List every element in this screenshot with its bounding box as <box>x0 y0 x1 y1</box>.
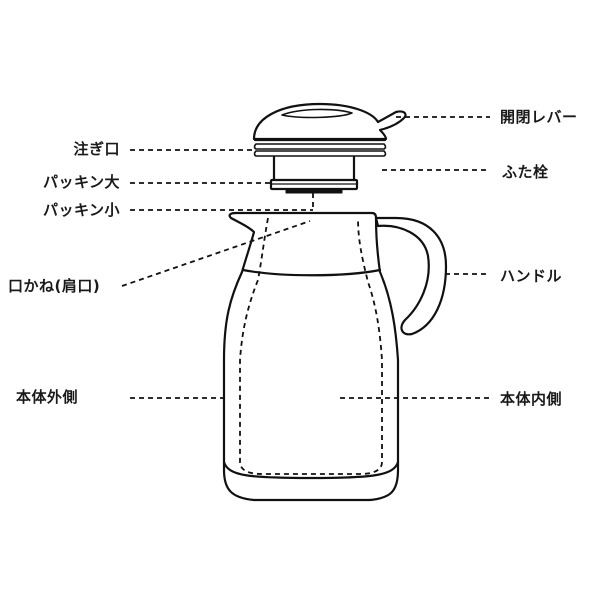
handle-shape <box>374 216 448 336</box>
lid-highlight <box>281 108 353 119</box>
label-lid-stopper: ふた栓 <box>502 163 549 181</box>
label-gasket-large: パッキン大 <box>42 173 120 191</box>
label-body-inner: 本体内側 <box>500 390 563 408</box>
label-body-outer: 本体外側 <box>16 388 79 406</box>
label-open-close-lever: 開閉レバー <box>500 108 578 126</box>
label-mouth-ring: 口かね(肩口) <box>8 277 101 295</box>
gasket-small-shape <box>285 188 343 194</box>
label-handle: ハンドル <box>500 267 563 285</box>
jug-body-outer <box>222 211 400 502</box>
label-gasket-small: パッキン小 <box>42 201 120 219</box>
jug-body-inner <box>239 217 383 475</box>
shoulder-line <box>241 268 382 277</box>
base-line <box>222 460 400 480</box>
lid-stopper-body <box>272 155 356 182</box>
label-spout: 注ぎ口 <box>73 140 120 158</box>
lid-dome <box>252 102 407 141</box>
